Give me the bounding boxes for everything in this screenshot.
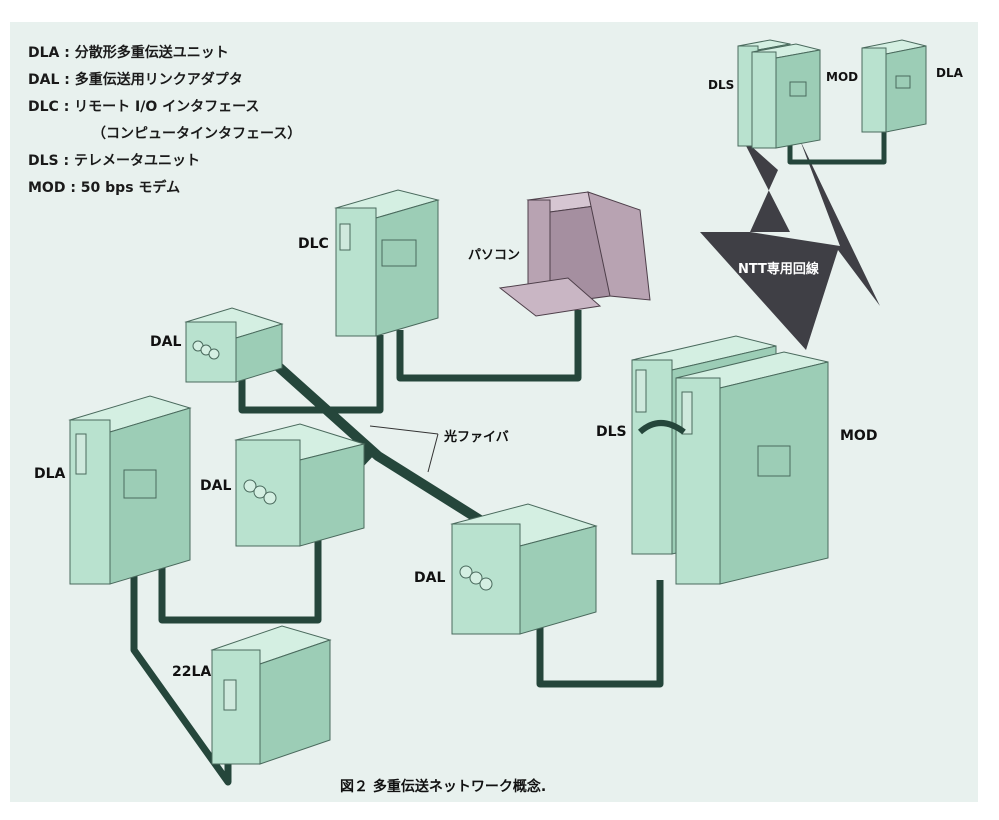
cable-dla-dal bbox=[158, 540, 322, 624]
ntt-lightning-bolt bbox=[700, 138, 880, 350]
label-mod: MOD bbox=[840, 428, 878, 444]
legend-row-dal: DAL : 多重伝送用リンクアダプタ bbox=[28, 72, 243, 88]
dls-mod-units bbox=[631, 335, 829, 585]
top-dla-unit bbox=[861, 39, 927, 133]
label-pc: パソコン bbox=[468, 248, 521, 263]
legend-row-dla: DLA : 分散形多重伝送ユニット bbox=[28, 45, 229, 61]
cable-dal-mod bbox=[536, 580, 664, 688]
cable-top-dls-dla bbox=[787, 125, 887, 165]
figure-caption: 図２ 多重伝送ネットワーク概念. bbox=[340, 779, 547, 795]
label-22la: 22LA bbox=[172, 664, 212, 680]
dal-unit-1 bbox=[184, 307, 284, 383]
legend-row-dlc-note: （コンピュータインタフェース） bbox=[92, 126, 302, 142]
label-dls: DLS bbox=[596, 424, 627, 440]
label-dls-top: DLS bbox=[708, 78, 735, 92]
label-optical-fiber: 光ファイバ bbox=[444, 430, 509, 445]
cables bbox=[130, 125, 887, 786]
label-dal-2: DAL bbox=[200, 478, 232, 494]
label-dla-top: DLA bbox=[936, 66, 963, 80]
cable-dlc-dal bbox=[238, 335, 384, 414]
22la-unit bbox=[210, 625, 332, 765]
dal-unit-2 bbox=[234, 423, 366, 547]
pc-computer bbox=[498, 191, 651, 317]
label-dal-1: DAL bbox=[150, 334, 182, 350]
dlc-unit bbox=[334, 189, 440, 337]
legend-row-mod: MOD : 50 bps モデム bbox=[28, 180, 181, 196]
optical-fiber bbox=[258, 348, 483, 525]
legend-row-dlc: DLC : リモート I/O インタフェース bbox=[28, 99, 260, 115]
label-ntt-line: NTT専用回線 bbox=[738, 262, 819, 277]
cable-dla-22la bbox=[130, 560, 232, 786]
legend: DLA : 分散形多重伝送ユニット DAL : 多重伝送用リンクアダプタ DLC… bbox=[28, 40, 301, 202]
label-dal-3: DAL bbox=[414, 570, 446, 586]
dal-unit-3 bbox=[450, 503, 598, 635]
label-dlc: DLC bbox=[298, 236, 329, 252]
top-dls-units bbox=[737, 39, 821, 149]
fiber-pointer-lines bbox=[369, 425, 439, 473]
legend-row-dls: DLS : テレメータユニット bbox=[28, 153, 200, 169]
cable-pc-switch bbox=[396, 310, 582, 382]
label-dla: DLA bbox=[34, 466, 66, 482]
dla-unit bbox=[68, 395, 192, 585]
label-mod-top: MOD bbox=[826, 70, 859, 84]
